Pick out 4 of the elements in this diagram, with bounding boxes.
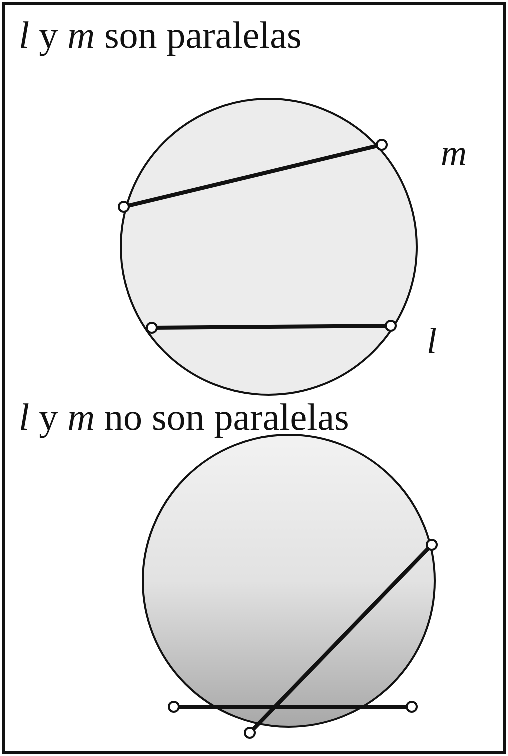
heading: l y m no son paralelas [19,399,350,437]
line-label: m [441,135,467,171]
heading: l y m son paralelas [19,17,302,55]
line-label: l [427,323,438,359]
